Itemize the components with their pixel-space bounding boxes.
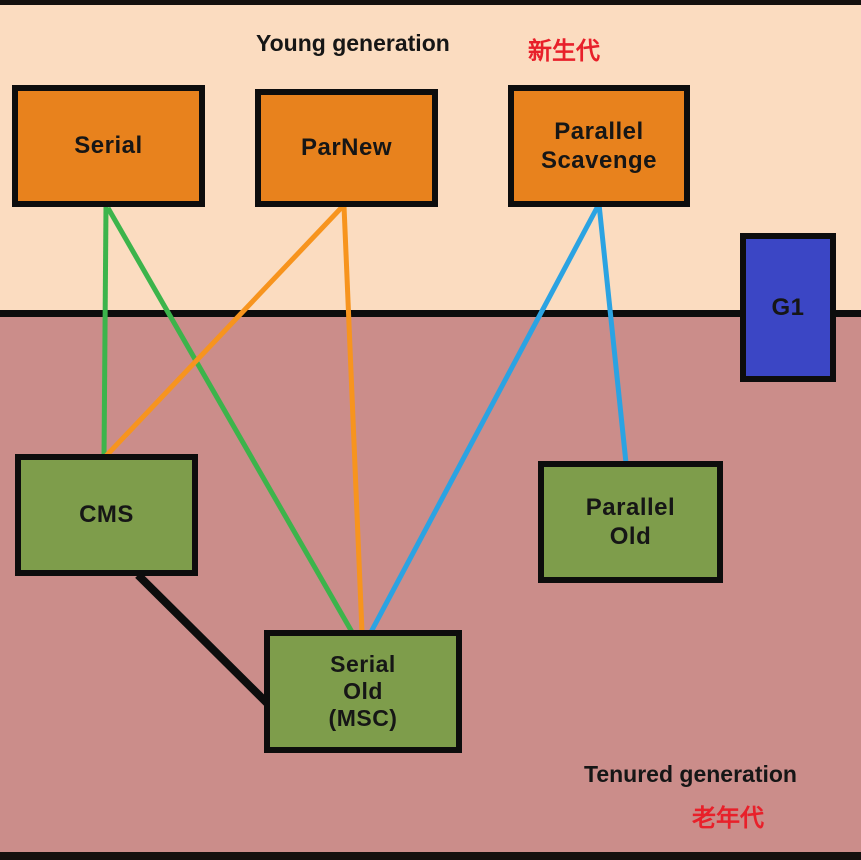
node-serial-old-label-line3: (MSC) <box>328 705 398 732</box>
generation-divider-line <box>0 310 861 317</box>
top-border-bar <box>0 0 861 5</box>
node-g1: G1 <box>740 233 836 382</box>
node-g1-label: G1 <box>771 293 805 321</box>
node-parallel-old: Parallel Old <box>538 461 723 583</box>
node-parnew: ParNew <box>255 89 438 207</box>
edge-parnew-to-cms <box>104 204 345 458</box>
node-cms: CMS <box>15 454 198 576</box>
node-parallel-scavenge: Parallel Scavenge <box>508 85 690 207</box>
edge-serial-to-cms <box>101 205 109 459</box>
node-parallel-old-label-line1: Parallel <box>585 493 676 521</box>
edge-parnew-to-serial-old <box>341 205 365 633</box>
bottom-border-bar <box>0 852 861 860</box>
node-parallel-scavenge-label-line2: Scavenge <box>540 147 658 174</box>
edge-cms-to-serial-old <box>135 572 271 707</box>
node-cms-label: CMS <box>79 501 134 529</box>
edge-parallel-scavenge-to-serial-old <box>368 202 602 634</box>
node-serial-old-label-line1: Serial <box>330 650 396 677</box>
edge-parallel-scavenge-to-parallel-old <box>596 203 629 464</box>
node-serial: Serial <box>12 85 205 207</box>
node-parallel-scavenge-label-line1: Parallel <box>554 117 644 145</box>
young-generation-title-chinese: 新生代 <box>528 38 600 65</box>
node-parnew-label: ParNew <box>300 134 393 162</box>
node-serial-old: Serial Old (MSC) <box>264 630 462 753</box>
young-generation-title: Young generation <box>256 30 450 56</box>
tenured-generation-title-chinese: 老年代 <box>692 805 764 832</box>
edge-serial-to-serial-old <box>105 206 355 634</box>
node-serial-old-label-line2: Old <box>343 677 383 704</box>
node-parallel-old-label-line2: Old <box>609 523 652 550</box>
node-serial-label: Serial <box>74 132 143 160</box>
tenured-generation-title: Tenured generation <box>584 761 797 787</box>
